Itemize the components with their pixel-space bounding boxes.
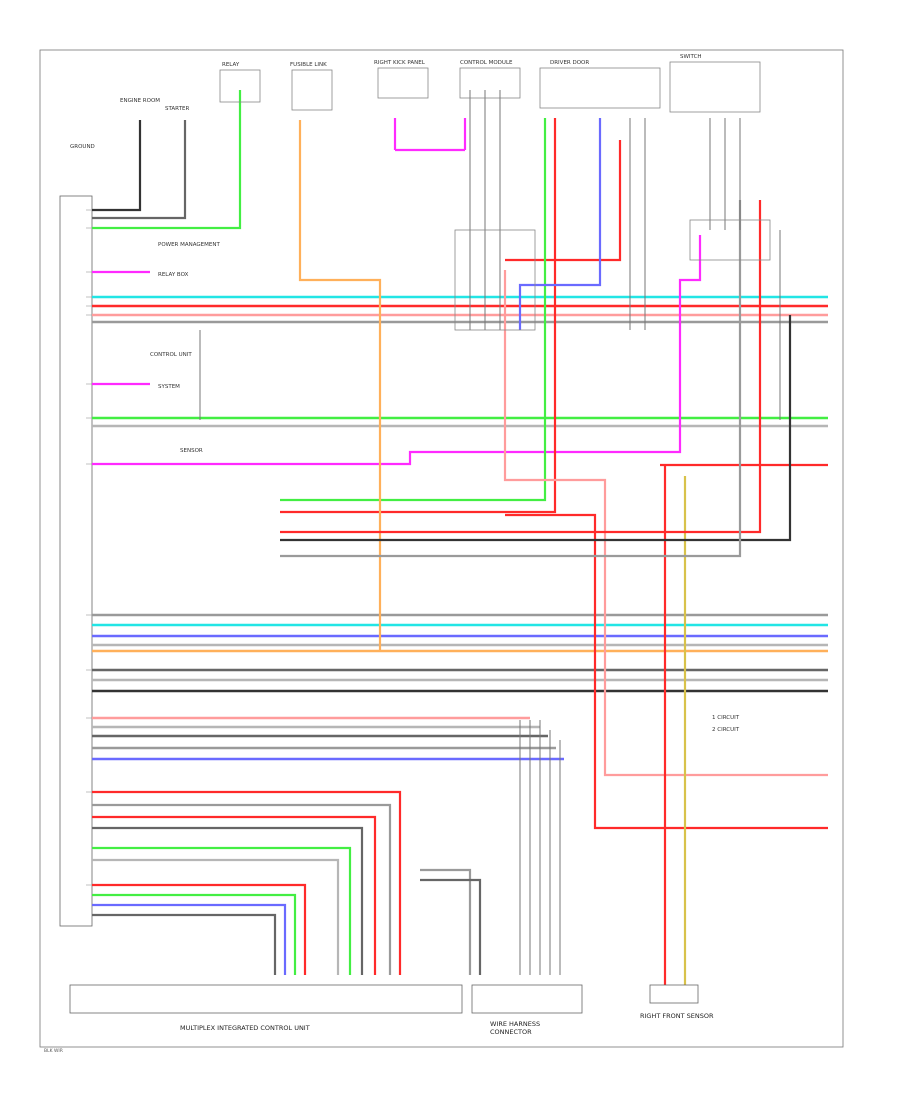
wire-gray-b1 (92, 803, 392, 975)
connector-columns (199, 90, 781, 975)
junction-box (689, 219, 771, 261)
wire-red-2 (280, 118, 557, 514)
legend-item-1: 1 CIRCUIT (712, 715, 740, 721)
legend-item-2: 2 CIRCUIT (712, 727, 740, 733)
label-right-kick-panel: RIGHT KICK PANEL (374, 60, 426, 66)
label-driver-door: DRIVER DOOR (550, 60, 589, 66)
wire-green-b2 (92, 893, 297, 975)
switch-box (454, 229, 536, 331)
relay-box-2 (291, 69, 333, 111)
label-switch: SWITCH (680, 54, 702, 60)
wire-gray-b3 (92, 858, 340, 975)
wire-gray-right (280, 200, 742, 558)
label-fusible-link: FUSIBLE LINK (290, 62, 327, 68)
wire-blue-b1 (92, 903, 287, 975)
relay-box-1 (219, 69, 261, 103)
wire-green-drop (280, 118, 547, 502)
wire-gray-b2 (92, 826, 364, 975)
wire-red-right3 (280, 200, 762, 534)
wire-pink-long (503, 270, 828, 777)
wire-gray-b4 (92, 913, 277, 975)
wire-black-right (280, 315, 792, 542)
bottom-wires (92, 790, 482, 975)
bottom-connectors (69, 984, 699, 1014)
wire-green-top (92, 90, 242, 230)
module-box-1 (377, 67, 429, 99)
top-components (219, 61, 771, 331)
diagram-border (39, 49, 844, 1048)
wire-red-b1 (92, 790, 402, 975)
label-system: SYSTEM (158, 384, 180, 390)
label-control-unit: CONTROL UNIT (150, 352, 192, 358)
module-box-4 (669, 61, 761, 113)
label-sensor: SENSOR (180, 448, 203, 454)
label-wire-harness: WIRE HARNESS (490, 1020, 540, 1028)
harness-lines (92, 295, 828, 761)
connector-block-1 (69, 984, 463, 1014)
center-wires (92, 90, 828, 985)
wire-orange-drop (298, 120, 382, 651)
label-starter: STARTER (165, 106, 189, 112)
label-control-module: CONTROL MODULE (460, 60, 513, 66)
wire-gray-b6 (420, 878, 482, 975)
wire-gray-b5 (420, 868, 472, 975)
label-engine-room: ENGINE ROOM (120, 98, 160, 104)
wire-black-top (92, 120, 142, 212)
pin-ticks (86, 209, 92, 886)
label-relay: RELAY (222, 62, 240, 68)
wire-red-drop (505, 140, 622, 262)
module-box-2 (459, 67, 521, 99)
footer-label: BLK WIR (44, 1048, 63, 1054)
label-relay-box: RELAY BOX (158, 272, 189, 278)
wire-red-b2 (92, 815, 377, 975)
module-box-3 (539, 67, 661, 109)
wire-green-b1 (92, 846, 352, 975)
label-ground: GROUND (70, 144, 95, 150)
wire-magenta-long (92, 235, 702, 466)
label-multiplex-unit: MULTIPLEX INTEGRATED CONTROL UNIT (180, 1024, 310, 1032)
wire-red-long (505, 513, 828, 830)
label-power-management: POWER MANAGEMENT (158, 242, 220, 248)
connector-block-2 (471, 984, 583, 1014)
label-right-front-sensor: RIGHT FRONT SENSOR (640, 1012, 714, 1020)
wire-gray-top (92, 120, 187, 220)
control-unit-box (59, 195, 93, 927)
wire-red-b3 (92, 883, 307, 975)
label-connector: CONNECTOR (490, 1028, 532, 1036)
sensor-block (649, 984, 699, 1004)
wire-blue-drop (518, 118, 602, 330)
